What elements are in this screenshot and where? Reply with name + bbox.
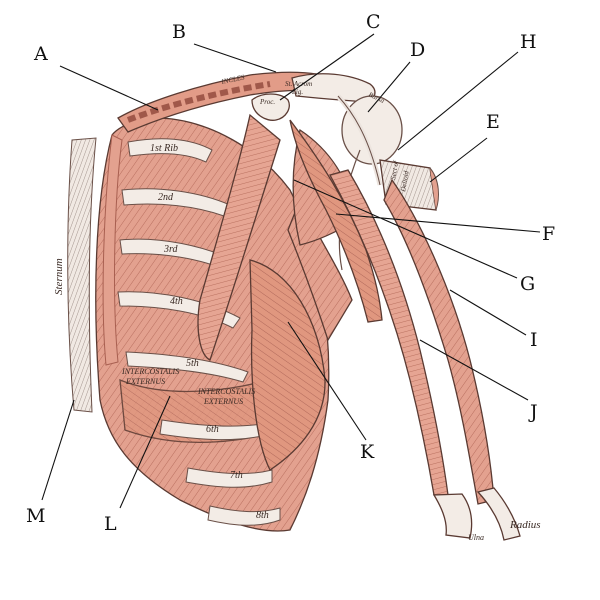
label-rib-8: 8th: [256, 510, 269, 521]
leader-l: [119, 395, 171, 509]
callout-k: K: [360, 441, 375, 463]
leader-e: [429, 137, 488, 183]
leader-b: [193, 43, 277, 73]
label-deltoid: Deltoid: [399, 170, 411, 194]
label-process: Proc.: [259, 98, 275, 106]
leader-d: [367, 61, 411, 113]
callout-l: L: [104, 513, 117, 535]
acromion: [291, 73, 376, 103]
callout-h: H: [520, 31, 537, 53]
leader-j: [419, 339, 529, 401]
ribs: [117, 138, 281, 526]
callout-f: F: [542, 223, 555, 245]
callout-c: C: [366, 11, 381, 33]
forearm-bones: [432, 487, 521, 541]
callout-g: G: [520, 273, 535, 295]
callout-a: A: [33, 43, 48, 65]
callout-d: D: [410, 39, 425, 61]
leader-h: [397, 51, 519, 151]
callout-j: J: [528, 401, 538, 423]
leader-lines: [41, 33, 541, 509]
leader-i: [449, 289, 527, 336]
label-rib-3: 3rd: [163, 244, 179, 255]
label-externus-2: EXTERNUS: [203, 397, 243, 406]
callout-letters: A B C D E F G H I J K L M: [26, 11, 555, 535]
label-sternum: Sternum: [53, 258, 65, 295]
label-ulna: Ulna: [468, 533, 484, 542]
costal-cartilages: [102, 134, 123, 366]
callout-m: M: [26, 505, 45, 527]
leader-k: [287, 321, 367, 441]
callout-i: I: [530, 329, 538, 351]
label-radius: Radius: [509, 519, 541, 531]
label-deltoid-sect: Sect of: [389, 159, 400, 180]
sternum: [67, 137, 97, 413]
biceps-tendon: [336, 94, 383, 186]
leader-a: [59, 65, 159, 111]
inscriptions: Sternum 1st Rib 2nd 3rd 4th 5th 6th 7th …: [53, 73, 541, 542]
label-rib-2: 2nd: [158, 192, 174, 203]
label-intercostalis-1: INTERCOSTALIS: [121, 367, 179, 376]
label-rib-4: 4th: [170, 296, 183, 307]
leader-c: [279, 33, 375, 101]
callout-e: E: [486, 111, 500, 133]
leader-g: [293, 179, 518, 279]
label-st-acrom: St. Acrom: [285, 80, 312, 88]
label-rib-5: 5th: [186, 358, 199, 369]
label-rib-1: 1st Rib: [150, 143, 178, 154]
label-externus-1: EXTERNUS: [125, 377, 165, 386]
pectoralis-minor: [197, 113, 281, 361]
leader-m: [41, 399, 75, 501]
coracoid-process: [251, 93, 290, 121]
label-rib-6: 6th: [206, 424, 219, 435]
label-st-acrom-lig: Lig.: [291, 88, 303, 96]
label-rib-7: 7th: [230, 470, 243, 481]
leader-f: [335, 213, 541, 233]
label-intercostalis-2: INTERCOSTALIS: [197, 387, 255, 396]
callout-b: B: [172, 21, 186, 43]
brachialis: [383, 178, 495, 505]
